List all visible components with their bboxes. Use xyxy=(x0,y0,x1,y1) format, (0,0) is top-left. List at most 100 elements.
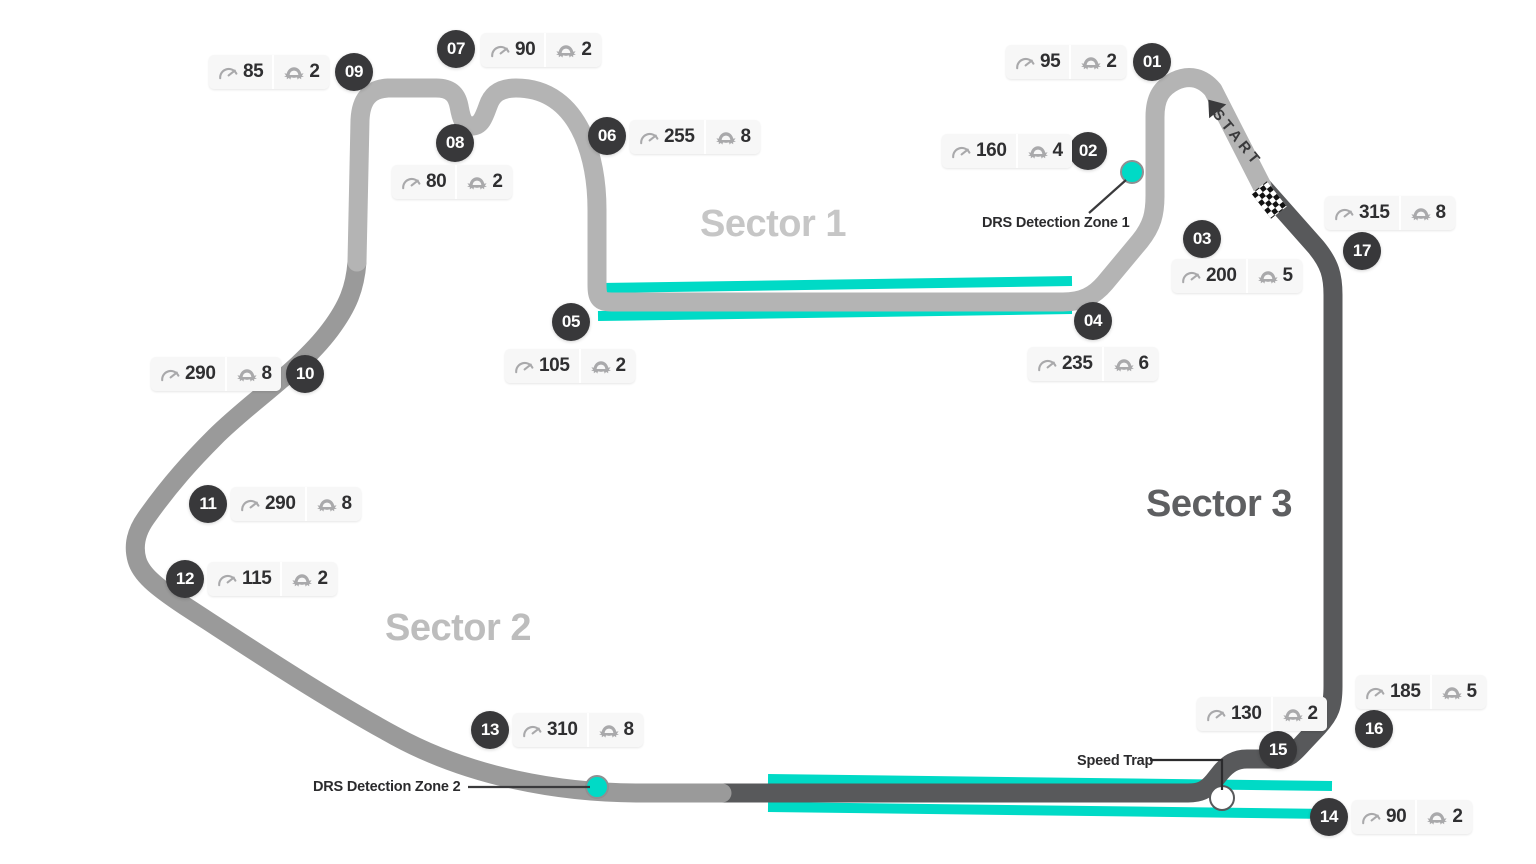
turn-info-pill-09[interactable]: 85 2 xyxy=(209,55,329,89)
speed-value: 90 xyxy=(515,39,536,60)
gear-icon xyxy=(1257,270,1278,284)
gear-value: 2 xyxy=(492,171,503,192)
drs-zone-bands xyxy=(597,276,1333,819)
gear-segment: 5 xyxy=(1429,675,1486,709)
turn-number: 10 xyxy=(295,364,315,383)
gear-icon xyxy=(1427,811,1448,825)
turn-badge-13[interactable]: 13 xyxy=(471,711,509,749)
gear-value: 2 xyxy=(317,568,328,589)
gear-segment: 2 xyxy=(280,562,337,596)
speedometer-icon xyxy=(219,67,238,80)
speed-value: 90 xyxy=(1386,806,1407,827)
turn-badge-11[interactable]: 11 xyxy=(189,485,227,523)
speedometer-icon xyxy=(515,361,534,374)
turn-badge-17[interactable]: 17 xyxy=(1343,232,1381,270)
turn-badge-01[interactable]: 01 xyxy=(1133,43,1171,81)
speed-segment: 80 xyxy=(392,165,456,199)
speedometer-icon xyxy=(241,499,260,512)
gear-icon xyxy=(316,498,337,512)
speed-segment: 90 xyxy=(481,33,545,67)
turn-info-pill-05[interactable]: 105 2 xyxy=(505,349,635,383)
gear-icon xyxy=(1081,56,1102,70)
turn-info-pill-17[interactable]: 315 8 xyxy=(1325,196,1455,230)
gear-icon xyxy=(1027,145,1048,159)
speed-segment: 130 xyxy=(1197,697,1271,731)
speed-value: 105 xyxy=(539,355,570,376)
gear-icon xyxy=(284,66,305,80)
turn-number: 17 xyxy=(1352,241,1372,260)
turn-info-pill-10[interactable]: 290 8 xyxy=(151,357,281,391)
turn-number: 04 xyxy=(1083,311,1103,330)
turn-badge-07[interactable]: 07 xyxy=(437,30,475,68)
speed-value: 80 xyxy=(426,171,447,192)
gear-value: 2 xyxy=(309,61,320,82)
speed-value: 95 xyxy=(1040,51,1061,72)
turn-number: 16 xyxy=(1364,719,1384,738)
gear-segment: 8 xyxy=(586,713,643,747)
turn-info-pill-13[interactable]: 310 8 xyxy=(513,713,643,747)
speed-segment: 85 xyxy=(209,55,273,89)
gear-icon xyxy=(1410,207,1431,221)
turn-badge-16[interactable]: 16 xyxy=(1355,710,1393,748)
speed-segment: 235 xyxy=(1028,347,1102,381)
gear-value: 2 xyxy=(1452,806,1463,827)
turn-badge-08[interactable]: 08 xyxy=(436,124,474,162)
speed-value: 115 xyxy=(242,568,272,589)
speedometer-icon xyxy=(491,45,510,58)
speedometer-icon xyxy=(1335,208,1354,221)
sector-2-label: Sector 2 xyxy=(385,607,531,649)
speed-value: 235 xyxy=(1062,353,1093,374)
turn-badge-09[interactable]: 09 xyxy=(335,53,373,91)
turn-badge-03[interactable]: 03 xyxy=(1183,220,1221,258)
gear-value: 4 xyxy=(1052,140,1064,161)
turn-info-pill-07[interactable]: 90 2 xyxy=(481,33,601,67)
gear-segment: 8 xyxy=(224,357,281,391)
turn-badge-15[interactable]: 15 xyxy=(1259,731,1297,769)
speed-value: 160 xyxy=(976,140,1007,161)
gear-segment: 2 xyxy=(544,33,601,67)
turn-badge-14[interactable]: 14 xyxy=(1310,798,1348,836)
turn-badge-06[interactable]: 06 xyxy=(588,117,626,155)
turn-badge-12[interactable]: 12 xyxy=(166,560,204,598)
drs-detection-zone-2-label: DRS Detection Zone 2 xyxy=(313,779,461,795)
turn-badge-05[interactable]: 05 xyxy=(552,303,590,341)
gear-icon xyxy=(292,573,313,587)
speed-segment: 290 xyxy=(231,487,305,521)
turn-badge-10[interactable]: 10 xyxy=(286,355,324,393)
drs-detection-dot-1[interactable] xyxy=(1120,160,1144,184)
gear-icon xyxy=(1113,358,1134,372)
turn-info-pill-14[interactable]: 90 2 xyxy=(1352,800,1472,834)
turn-info-pill-08[interactable]: 80 2 xyxy=(392,165,512,199)
gear-value: 8 xyxy=(740,126,752,147)
turn-info-pill-12[interactable]: 115 2 xyxy=(208,562,337,596)
turn-badge-02[interactable]: 02 xyxy=(1069,132,1107,170)
speed-value: 315 xyxy=(1359,202,1390,223)
gear-icon xyxy=(598,724,619,738)
speedometer-icon xyxy=(640,132,659,145)
speed-segment: 315 xyxy=(1325,196,1399,230)
gear-value: 8 xyxy=(261,363,273,384)
speed-value: 310 xyxy=(547,719,578,740)
gear-value: 8 xyxy=(1435,202,1447,223)
speed-value: 290 xyxy=(185,363,216,384)
gear-icon xyxy=(467,176,488,190)
turn-badge-04[interactable]: 04 xyxy=(1074,302,1112,340)
speed-segment: 185 xyxy=(1356,675,1430,709)
speedometer-icon xyxy=(402,177,421,190)
speedometer-icon xyxy=(952,146,971,159)
gear-segment: 2 xyxy=(272,55,329,89)
checkered-flag-icon xyxy=(1251,181,1287,219)
gear-icon xyxy=(236,368,257,382)
gear-segment: 2 xyxy=(578,349,635,383)
speed-value: 290 xyxy=(265,493,296,514)
speedometer-icon xyxy=(523,725,542,738)
